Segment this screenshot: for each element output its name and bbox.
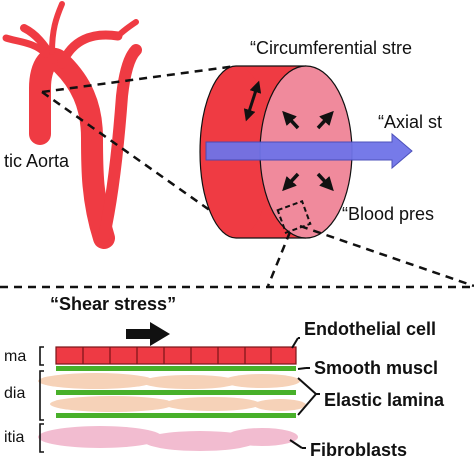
pressure-arrow bbox=[316, 110, 334, 130]
aorta-branch bbox=[49, 1, 65, 55]
fibroblasts-label: Fibroblasts bbox=[310, 440, 407, 460]
circumferential-stress-label: “Circumferential stre bbox=[250, 38, 412, 58]
zoom-line bbox=[266, 231, 292, 287]
elastic-lamina-label: Elastic lamina bbox=[324, 390, 445, 410]
smooth-muscle-label: Smooth muscl bbox=[314, 358, 438, 378]
layer-intima-label: ma bbox=[4, 348, 26, 365]
aorta-descending bbox=[98, 44, 142, 242]
elastic-lamina-line bbox=[56, 390, 296, 395]
elastic-lamina-line bbox=[56, 413, 296, 418]
axial-stress-label: “Axial st bbox=[378, 112, 442, 132]
blood-pressure-label: “Blood pres bbox=[342, 204, 434, 224]
aorta-branch bbox=[20, 24, 58, 64]
pointer-lines bbox=[289, 337, 320, 449]
aorta-branch bbox=[57, 30, 123, 69]
shear-stress-arrow bbox=[126, 322, 170, 346]
circumferential-stress-arrow bbox=[243, 80, 262, 122]
detail-box bbox=[276, 199, 312, 235]
endothelial-cell-row bbox=[55, 346, 297, 365]
aorta-label: tic Aorta bbox=[4, 151, 70, 171]
smooth-muscle-layer bbox=[38, 373, 306, 412]
layer-adventitia-label: itia bbox=[4, 429, 25, 446]
aorta-arch bbox=[29, 48, 115, 249]
layer-media-label: dia bbox=[4, 385, 25, 402]
blood-pressure-arrows bbox=[282, 110, 334, 192]
layer-brackets bbox=[39, 346, 44, 453]
shear-stress-label: “Shear stress” bbox=[50, 294, 176, 314]
fibroblast-layer bbox=[38, 426, 298, 451]
endothelial-cell-label: Endothelial cell bbox=[304, 319, 436, 339]
elastic-lamina-line bbox=[56, 366, 296, 371]
pressure-arrow bbox=[282, 110, 300, 130]
zoom-line bbox=[41, 90, 219, 218]
axial-stress-arrow bbox=[205, 132, 413, 170]
zoom-line bbox=[41, 64, 237, 94]
aorta-branch bbox=[115, 19, 139, 39]
aorta-vessel bbox=[2, 1, 142, 249]
pressure-arrow bbox=[282, 172, 300, 192]
pressure-arrow bbox=[316, 172, 334, 192]
zoom-line bbox=[299, 224, 474, 288]
aorta-branch bbox=[2, 34, 50, 58]
